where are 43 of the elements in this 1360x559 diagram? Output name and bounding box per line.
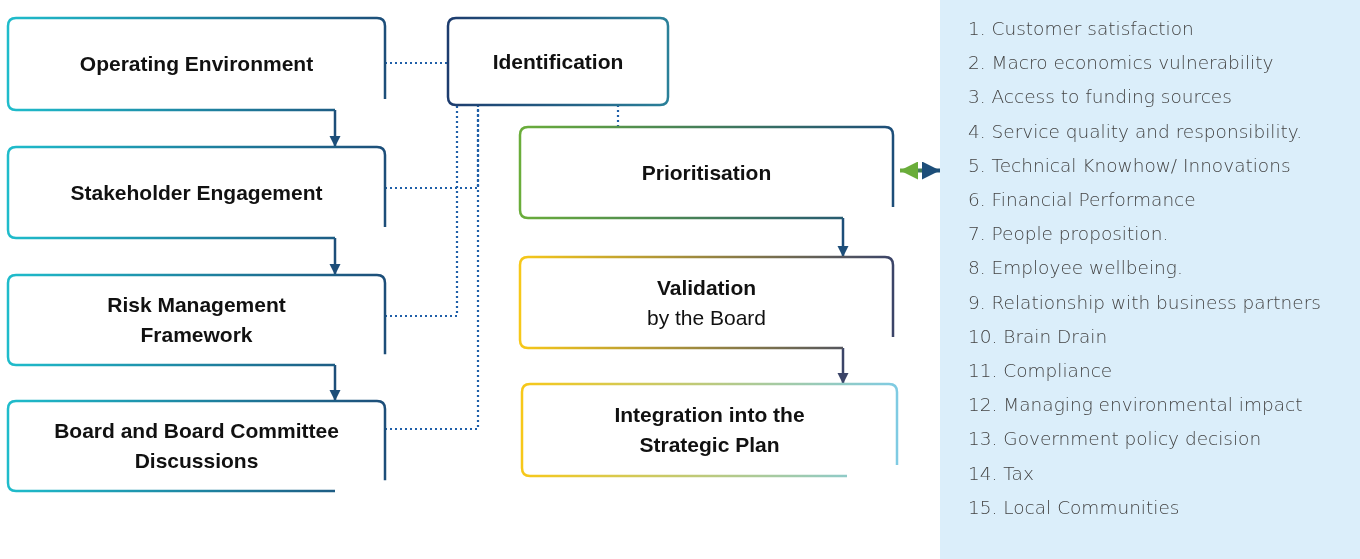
list-item: 15. Local Communities: [968, 495, 1181, 520]
process-box: [8, 275, 385, 365]
list-item: 8. Employee wellbeing.: [968, 256, 1184, 281]
box-title: Validation: [656, 274, 757, 301]
box-title: Risk Management Framework: [106, 292, 287, 348]
process-box: [8, 18, 385, 110]
list-item: 12. Managing environmental impact: [968, 393, 1304, 418]
process-box: [8, 401, 385, 491]
box-title: Board and Board Committee Discussions: [53, 418, 340, 474]
list-item: 5. Technical Knowhow/ Innovations: [968, 153, 1292, 178]
arrow: [837, 218, 849, 257]
list-item: 7. People proposition.: [968, 222, 1170, 247]
list-item: 9. Relationship with business partners: [968, 290, 1322, 315]
box-title: Identification: [492, 48, 624, 75]
box-subtitle: by the Board: [646, 304, 767, 331]
box-title: Prioritisation: [641, 159, 772, 186]
arrow: [837, 348, 849, 384]
list-item: 3. Access to funding sources: [968, 85, 1233, 110]
process-box: [520, 257, 893, 348]
arrow: [900, 161, 940, 180]
dotted-connector: [385, 61, 448, 65]
list-item: 11. Compliance: [968, 359, 1114, 384]
dotted-connector: [385, 105, 459, 318]
list-item: 6. Financial Performance: [968, 188, 1197, 212]
arrow: [329, 238, 341, 275]
box-title: Stakeholder Engagement: [70, 179, 323, 206]
list-item: 2. Macro economics vulnerability: [968, 51, 1275, 76]
arrow: [329, 110, 341, 147]
box-title: Operating Environment: [79, 51, 314, 77]
process-box: [520, 127, 893, 218]
arrow: [329, 365, 341, 401]
list-item: 10. Brain Drain: [968, 324, 1109, 349]
dotted-connector: [385, 105, 480, 431]
list-panel: [940, 0, 1360, 559]
dotted-connector: [616, 105, 620, 127]
box-title: Integration into the Strategic Plan: [613, 402, 806, 458]
list-item: 1. Customer satisfaction: [968, 17, 1195, 41]
list-item: 14. Tax: [968, 461, 1035, 486]
process-box: [522, 384, 897, 476]
process-box: [448, 18, 668, 105]
list-item: 13. Government policy decision: [968, 427, 1263, 452]
list-item: 4. Service quality and responsibility.: [968, 119, 1304, 144]
process-box: [8, 147, 385, 238]
